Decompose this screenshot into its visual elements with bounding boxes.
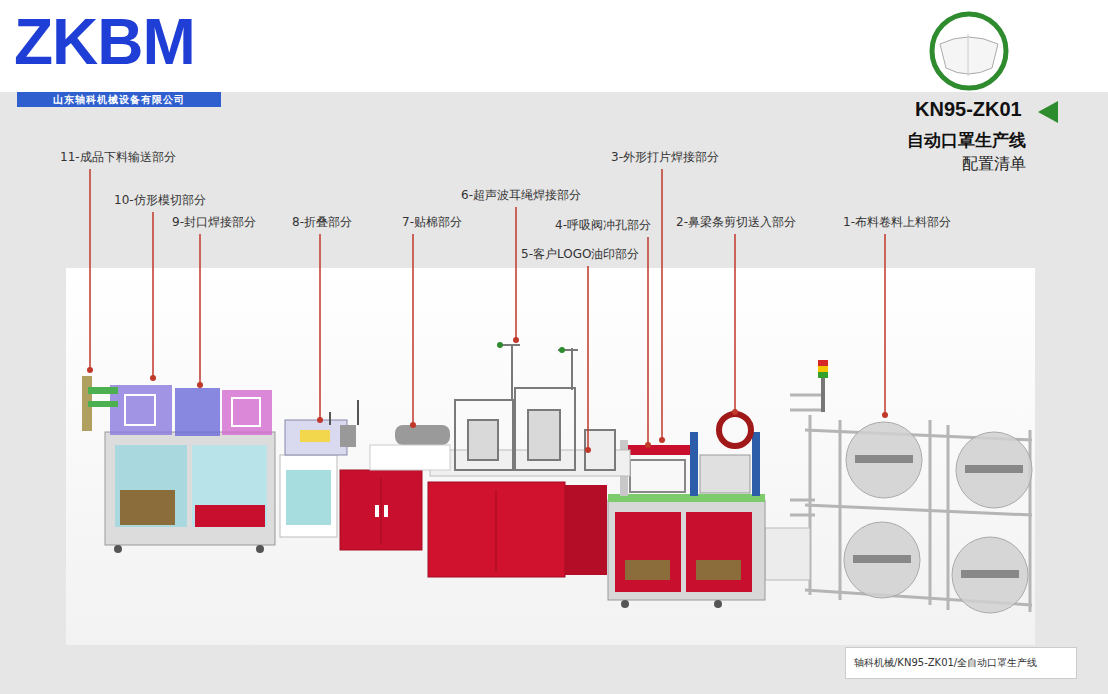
title-triangle <box>1038 101 1058 123</box>
callout-label: 7-贴棉部分 <box>402 215 462 229</box>
mask-icon <box>932 14 1006 88</box>
header-rule <box>755 88 1085 91</box>
callout-label: 4-呼吸阀冲孔部分 <box>555 218 651 232</box>
callout-label: 5-客户LOGO油印部分 <box>521 247 639 261</box>
nose-bridge-station <box>608 414 810 608</box>
indicator-dot <box>497 342 503 348</box>
fabric-rolls <box>844 422 1032 613</box>
ear-loop-welders <box>455 345 615 470</box>
callout-label: 9-封口焊接部分 <box>172 215 256 229</box>
callout-label: 8-折叠部分 <box>292 215 352 229</box>
callout-label: 6-超声波耳绳焊接部分 <box>461 188 581 202</box>
indicator-dot <box>559 347 565 353</box>
leader-dots <box>87 337 888 453</box>
drawing-panel <box>66 268 1035 645</box>
callout-label: 3-外形打片焊接部分 <box>611 150 719 164</box>
logo-text: ZKBM <box>14 10 195 74</box>
caption-box: 轴科机械/KN95-ZK01/全自动口罩生产线 <box>845 647 1077 679</box>
header-band <box>0 0 1108 92</box>
callout-label: 10-仿形模切部分 <box>114 193 206 207</box>
signal-tower <box>818 360 828 412</box>
company-band: 山东轴科机械设备有限公司 <box>17 92 221 107</box>
subtitle-text: 配置清单 <box>962 154 1026 173</box>
title-text: KN95-ZK01 <box>915 97 1022 121</box>
subtitle-text: 自动口罩生产线 <box>907 130 1026 150</box>
callout-label: 1-布料卷料上料部分 <box>843 215 951 229</box>
leader-lines <box>90 169 885 450</box>
company-name: 山东轴科机械设备有限公司 <box>23 92 215 107</box>
folding-station <box>280 400 358 537</box>
sealing-diecut-station <box>82 376 275 553</box>
roll-rack <box>790 395 1032 612</box>
callout-label: 2-鼻梁条剪切送入部分 <box>676 215 796 229</box>
callout-label: 11-成品下料输送部分 <box>60 150 176 164</box>
